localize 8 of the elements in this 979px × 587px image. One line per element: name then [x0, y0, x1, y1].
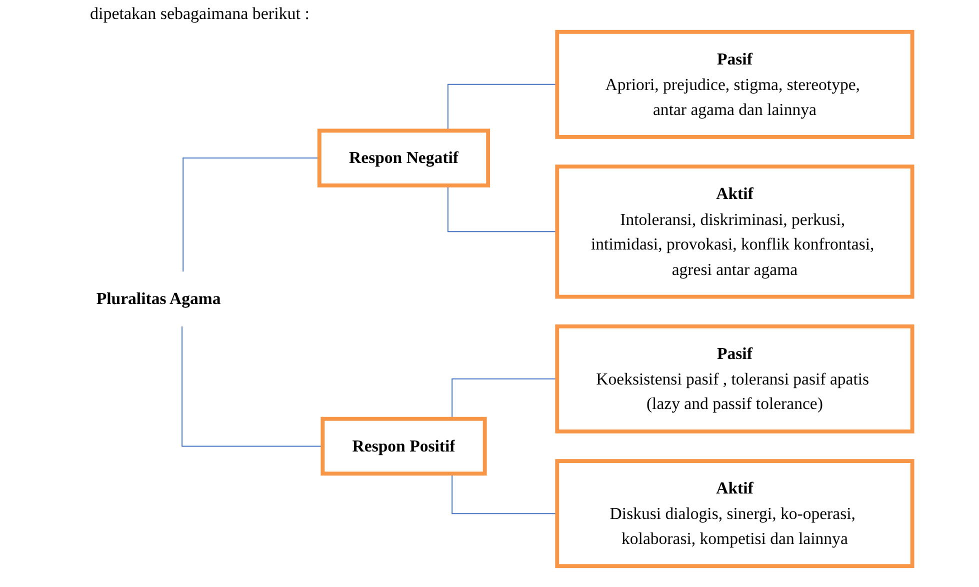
node-text: Pluralitas Agama: [96, 289, 221, 308]
node-box: Respon Negatif: [317, 128, 490, 188]
node-box: Pasif Koeksistensi pasif , toleransi pasif apatis (lazy and passif tolerance): [555, 324, 914, 434]
node-box: Pasif Apriori, prejudice, stigma, stereotype, antar agama dan lainnya: [555, 30, 914, 139]
node-box: Aktif Intoleransi, diskriminasi, perkusi, intimidasi, provokasi, konflik konfrontasi, agresi antar agama: [555, 164, 914, 299]
intro-text: dipetakan sebagaimana berikut :: [90, 4, 310, 24]
node-box: Respon Positif: [320, 416, 487, 476]
node-box: Aktif Diskusi dialogis, sinergi, ko-operasi, kolaborasi, kompetisi dan lainnya: [555, 459, 914, 568]
